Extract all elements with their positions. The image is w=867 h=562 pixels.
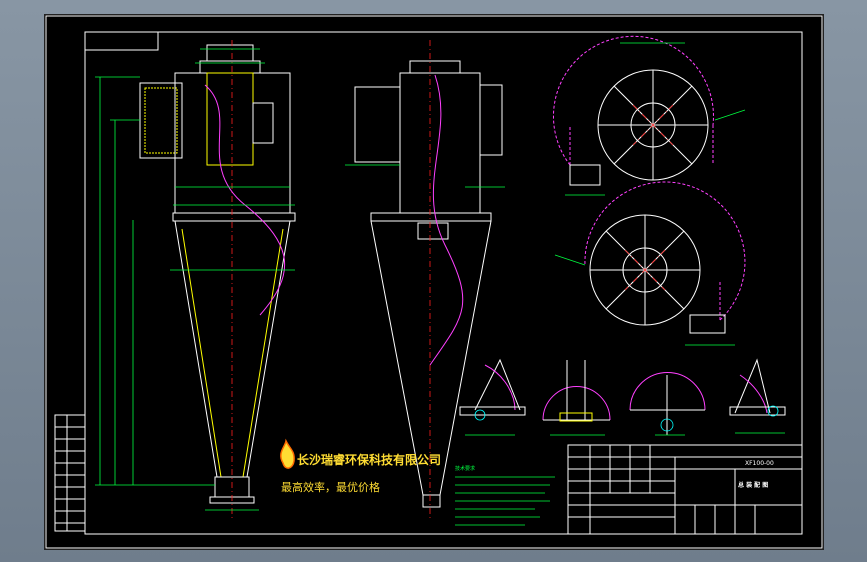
detail-views — [459, 358, 786, 436]
company-slogan: 最高效率，最优价格 — [281, 480, 380, 494]
drawing-number: XF100-00 — [745, 460, 774, 467]
front-view — [95, 40, 296, 520]
title-block — [567, 444, 803, 535]
company-name: 长沙瑞睿环保科技有限公司 — [297, 452, 441, 467]
revision-strip — [54, 414, 86, 532]
drawing-sheet: 技术要求 XF100-00 总 装 配 图 长沙瑞睿环保科技有限公司 最高效率，… — [44, 14, 824, 550]
drawing-title: 总 装 配 图 — [738, 481, 768, 489]
volute-view-2 — [554, 181, 746, 346]
flame-icon — [280, 438, 295, 469]
outer-frame — [45, 15, 823, 549]
side-view — [345, 40, 505, 520]
notes-title: 技术要求 — [455, 465, 475, 472]
volute-view-1 — [552, 35, 746, 196]
inner-frame — [84, 31, 803, 535]
company-logo — [280, 438, 295, 469]
cad-drawing-canvas: 技术要求 XF100-00 总 装 配 图 长沙瑞睿环保科技有限公司 最高效率，… — [45, 15, 823, 549]
notes-block — [455, 476, 555, 526]
corner-box — [85, 32, 159, 51]
